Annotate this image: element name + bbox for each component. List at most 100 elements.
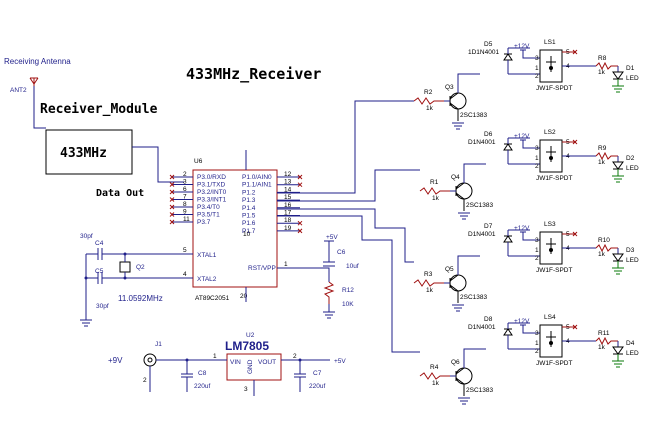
svg-text:17: 17: [284, 210, 292, 217]
antenna: Receiving Antenna ANT2: [4, 57, 71, 129]
svg-text:1: 1: [535, 340, 539, 347]
antenna-label: Receiving Antenna: [4, 57, 71, 66]
transistor-ref: Q5: [445, 266, 454, 273]
receiver-frequency: 433MHz: [60, 146, 107, 161]
svg-text:R12: R12: [342, 287, 354, 294]
svg-text:13: 13: [284, 179, 292, 186]
mcu-part: AT89C2051: [195, 295, 230, 302]
mcu-ref: U6: [194, 158, 203, 165]
relay-ref: LS3: [544, 221, 556, 228]
svg-text:JW1F-SPDT: JW1F-SPDT: [536, 360, 573, 367]
mcu-right-pin: P1.4: [242, 205, 256, 212]
diode-ref: D8: [484, 316, 493, 323]
svg-text:14: 14: [284, 186, 292, 193]
mcu-right-pin: P1.1/AIN1: [242, 182, 272, 189]
svg-text:220uf: 220uf: [194, 383, 210, 390]
power-supply: U2 LM7805 VIN VOUT GND +9V J1 2 1 2 3 +5…: [108, 332, 346, 396]
svg-text:9: 9: [183, 209, 187, 216]
relay-channel: R21kQ32SC1383D51D1N4001+12VLS1JW1F-SPDT3…: [413, 39, 639, 130]
svg-text:D1N4001: D1N4001: [468, 324, 496, 331]
svg-text:3: 3: [535, 330, 539, 337]
svg-text:1k: 1k: [598, 251, 606, 258]
relay-ref: LS1: [544, 39, 556, 46]
svg-text:JW1F-SPDT: JW1F-SPDT: [536, 85, 573, 92]
mcu-left-pin: P3.2/INT0: [197, 189, 227, 196]
svg-text:1k: 1k: [432, 195, 440, 202]
svg-text:D1N4001: D1N4001: [468, 231, 496, 238]
svg-text:VOUT: VOUT: [258, 359, 276, 366]
mcu-left-pin: P3.5/T1: [197, 212, 220, 219]
svg-text:2: 2: [143, 377, 147, 384]
svg-text:2: 2: [293, 353, 297, 360]
mcu-left-pin: P3.3/INT1: [197, 197, 227, 204]
svg-text:11: 11: [183, 216, 190, 223]
svg-text:1D1N4001: 1D1N4001: [468, 49, 499, 56]
svg-text:C7: C7: [313, 370, 322, 377]
supply-12v: +12V: [514, 133, 530, 140]
svg-text:LED: LED: [626, 257, 639, 264]
input-voltage: +9V: [108, 356, 123, 365]
svg-text:VIN: VIN: [230, 359, 241, 366]
svg-text:16: 16: [284, 202, 292, 209]
svg-text:LED: LED: [626, 75, 639, 82]
svg-text:+5V: +5V: [326, 234, 338, 241]
diode-ref: D6: [484, 131, 493, 138]
svg-text:20: 20: [240, 293, 248, 300]
svg-text:LED: LED: [626, 350, 639, 357]
svg-text:2SC1383: 2SC1383: [460, 294, 487, 301]
svg-text:3: 3: [183, 179, 187, 186]
svg-text:GND: GND: [247, 359, 254, 374]
led-resistor-ref: R11: [598, 330, 610, 337]
svg-text:2: 2: [535, 255, 539, 262]
output-voltage: +5V: [334, 358, 346, 365]
svg-text:C8: C8: [198, 370, 207, 377]
mcu-left-pin: P3.4/T0: [197, 204, 220, 211]
receiver-module: Receiver_Module 433MHz Data Out: [40, 102, 184, 199]
supply-12v: +12V: [514, 225, 530, 232]
receiver-heading: Receiver_Module: [40, 102, 158, 117]
output-wires: [277, 100, 420, 353]
svg-text:2SC1383: 2SC1383: [460, 112, 487, 119]
svg-text:1k: 1k: [598, 69, 606, 76]
crystal-ref: Q2: [136, 264, 145, 271]
schematic-title: 433MHz_Receiver: [186, 65, 321, 83]
svg-text:3: 3: [535, 55, 539, 62]
svg-text:2: 2: [535, 73, 539, 80]
svg-text:12: 12: [284, 171, 292, 178]
svg-text:18: 18: [284, 217, 292, 224]
svg-text:3: 3: [535, 145, 539, 152]
svg-text:J1: J1: [155, 341, 162, 348]
svg-text:1k: 1k: [598, 159, 606, 166]
relay-ref: LS2: [544, 129, 556, 136]
svg-text:10uf: 10uf: [346, 263, 359, 270]
transistor-ref: Q6: [451, 359, 460, 366]
led-ref: D3: [626, 247, 635, 254]
transistor-ref: Q4: [451, 174, 460, 181]
base-resistor-ref: R2: [424, 89, 433, 96]
mcu-left-pin: P3.1/TXD: [197, 182, 225, 189]
svg-text:C6: C6: [337, 249, 346, 256]
mcu-right-pin: P1.6: [242, 220, 256, 227]
crystal-value: 11.0592MHz: [118, 294, 163, 303]
base-resistor-ref: R3: [424, 271, 433, 278]
base-resistor-ref: R1: [430, 179, 439, 186]
svg-text:1k: 1k: [426, 287, 434, 294]
base-resistor-ref: R4: [430, 364, 439, 371]
mcu-left-pin: P3.7: [197, 219, 211, 226]
transistor-ref: Q3: [445, 84, 454, 91]
supply-12v: +12V: [514, 318, 530, 325]
mcu-right-pin: P1.3: [242, 197, 256, 204]
svg-text:1k: 1k: [598, 344, 606, 351]
xtal2-pin: XTAL2: [197, 276, 217, 283]
led-ref: D4: [626, 340, 635, 347]
diode-ref: D7: [484, 223, 493, 230]
svg-text:30pf: 30pf: [96, 303, 109, 310]
svg-text:1k: 1k: [426, 105, 434, 112]
data-out-label: Data Out: [96, 188, 144, 199]
svg-text:3: 3: [535, 237, 539, 244]
svg-text:8: 8: [183, 201, 187, 208]
svg-text:30pf: 30pf: [80, 233, 93, 240]
svg-text:JW1F-SPDT: JW1F-SPDT: [536, 267, 573, 274]
svg-text:10: 10: [243, 231, 251, 238]
